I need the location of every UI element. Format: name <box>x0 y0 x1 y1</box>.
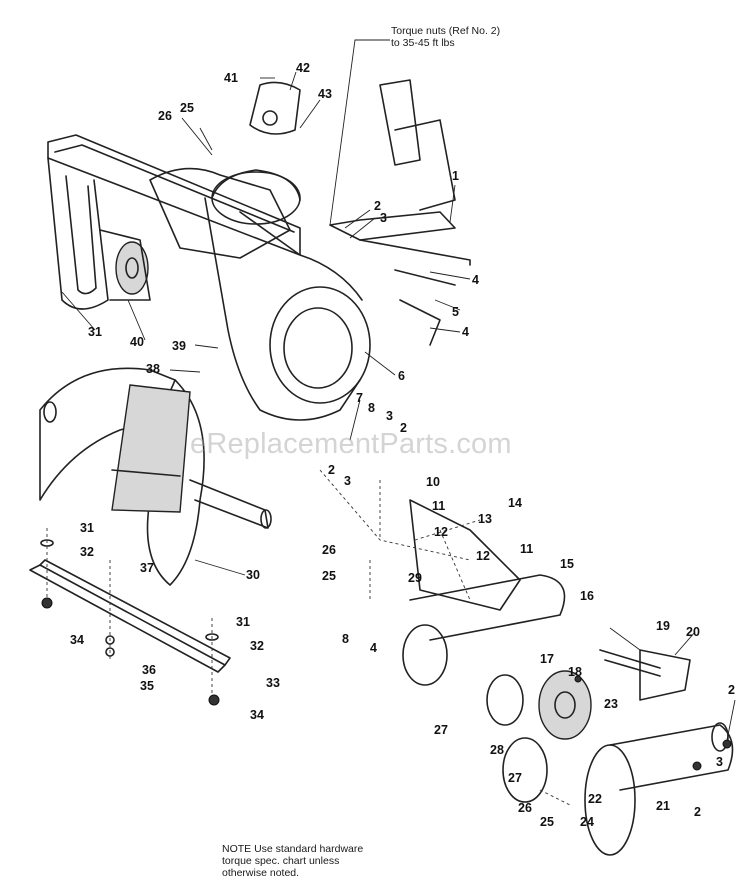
callout-42: 42 <box>296 61 310 75</box>
callout-24: 24 <box>580 815 594 829</box>
auger-assembly <box>39 367 272 586</box>
callout-8b: 8 <box>342 632 349 646</box>
torque-note: Torque nuts (Ref No. 2) to 35-45 ft lbs <box>391 25 561 49</box>
hardware-note-line: otherwise noted. <box>222 867 300 879</box>
callout-12: 12 <box>434 525 448 539</box>
callout-25c: 25 <box>540 815 554 829</box>
callout-23: 23 <box>604 697 618 711</box>
callout-2d: 2 <box>728 683 735 697</box>
callout-31c: 31 <box>236 615 250 629</box>
callout-3c: 3 <box>344 474 351 488</box>
callout-41: 41 <box>224 71 238 85</box>
callout-27b: 27 <box>508 771 522 785</box>
callout-2b: 2 <box>400 421 407 435</box>
callout-25: 25 <box>180 101 194 115</box>
callout-13: 13 <box>478 512 492 526</box>
callout-2: 2 <box>374 199 381 213</box>
callout-31: 31 <box>88 325 102 339</box>
callout-43: 43 <box>318 87 332 101</box>
callout-38: 38 <box>146 362 160 376</box>
callout-31b: 31 <box>80 521 94 535</box>
callout-1: 1 <box>452 169 459 183</box>
callout-32: 32 <box>80 545 94 559</box>
hardware-note: NOTE Use standard hardware torque spec. … <box>222 843 462 879</box>
callout-29: 29 <box>408 571 422 585</box>
callout-12b: 12 <box>476 549 490 563</box>
callout-5: 5 <box>452 305 459 319</box>
callout-32b: 32 <box>250 639 264 653</box>
callout-2e: 2 <box>694 805 701 819</box>
callout-8: 8 <box>368 401 375 415</box>
torque-note-line: to 35-45 ft lbs <box>391 37 455 49</box>
callout-18: 18 <box>568 665 582 679</box>
callout-3b: 3 <box>386 409 393 423</box>
callout-11b: 11 <box>520 542 533 556</box>
callout-28: 28 <box>490 743 504 757</box>
callout-4c: 4 <box>370 641 377 655</box>
drive-assembly <box>319 469 734 856</box>
callout-35: 35 <box>140 679 154 693</box>
callout-4b: 4 <box>462 325 469 339</box>
callout-25b: 25 <box>322 569 336 583</box>
callout-4: 4 <box>472 273 479 287</box>
callout-21: 21 <box>656 799 670 813</box>
callout-26: 26 <box>158 109 172 123</box>
hardware-note-line: NOTE Use standard hardware <box>222 843 364 855</box>
callout-26b: 26 <box>322 543 336 557</box>
callout-26c: 26 <box>518 801 532 815</box>
callout-19: 19 <box>656 619 670 633</box>
callout-34: 34 <box>70 633 84 647</box>
callout-33: 33 <box>266 676 280 690</box>
callout-16: 16 <box>580 589 594 603</box>
callout-36: 36 <box>142 663 156 677</box>
callout-6: 6 <box>398 369 405 383</box>
callout-27: 27 <box>434 723 448 737</box>
callout-3: 3 <box>380 211 387 225</box>
auger-housing <box>47 134 371 421</box>
leader-lines <box>61 39 736 741</box>
callout-30: 30 <box>246 568 260 582</box>
callout-2c: 2 <box>328 463 335 477</box>
callout-17: 17 <box>540 652 554 666</box>
callout-39: 39 <box>172 339 186 353</box>
callout-20: 20 <box>686 625 700 639</box>
callout-37: 37 <box>140 561 154 575</box>
scraper-bar <box>29 528 231 706</box>
callout-7: 7 <box>356 391 363 405</box>
torque-note-line: Torque nuts (Ref No. 2) <box>391 25 501 37</box>
callout-11: 11 <box>432 499 445 513</box>
callout-3d: 3 <box>716 755 723 769</box>
callout-34b: 34 <box>250 708 264 722</box>
callout-14: 14 <box>508 496 522 510</box>
callout-10: 10 <box>426 475 440 489</box>
callout-40: 40 <box>130 335 144 349</box>
callout-15: 15 <box>560 557 574 571</box>
callout-22: 22 <box>588 792 602 806</box>
hardware-note-line: torque spec. chart unless <box>222 855 340 867</box>
watermark-text: eReplacementParts.com <box>190 428 512 460</box>
